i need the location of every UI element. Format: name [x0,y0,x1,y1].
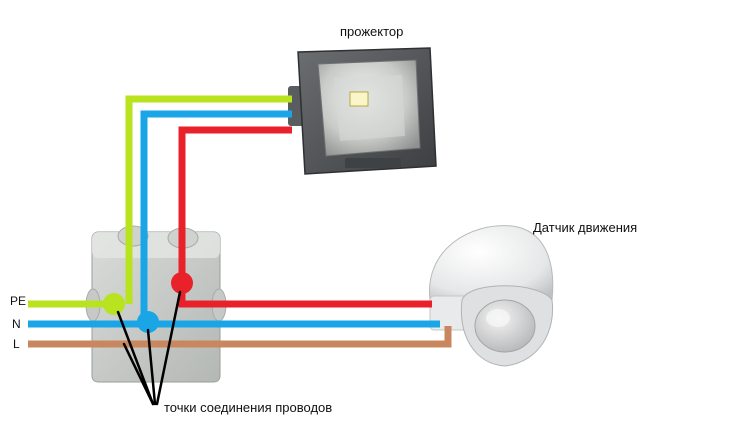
motion-sensor-image [429,225,554,367]
floodlight-label: прожектор [340,24,403,39]
connection-points-label: точки соединения проводов [164,400,332,415]
wire-n-to-floodlight [140,110,292,324]
wire-pe-label: PE [10,294,26,308]
arrow-to-n-point [146,328,157,406]
wires [28,95,452,348]
wire-pe-to-floodlight [125,95,292,304]
wire-n-label: N [12,317,21,331]
connection-point-l-phase [171,272,193,294]
connection-arrows [116,290,182,406]
connection-points [103,272,193,333]
arrow-to-l-point [122,342,155,406]
wire-l [28,326,452,348]
arrow-to-pe-point [116,310,155,406]
connection-point-n [137,311,159,333]
motion-sensor-label: Датчик движения [533,220,637,235]
wire-phase-to-floodlight [178,126,292,283]
connection-point-pe [103,293,125,315]
floodlight-image [288,47,437,175]
wire-l-label: L [13,337,20,351]
arrow-to-phase-point [155,290,182,406]
